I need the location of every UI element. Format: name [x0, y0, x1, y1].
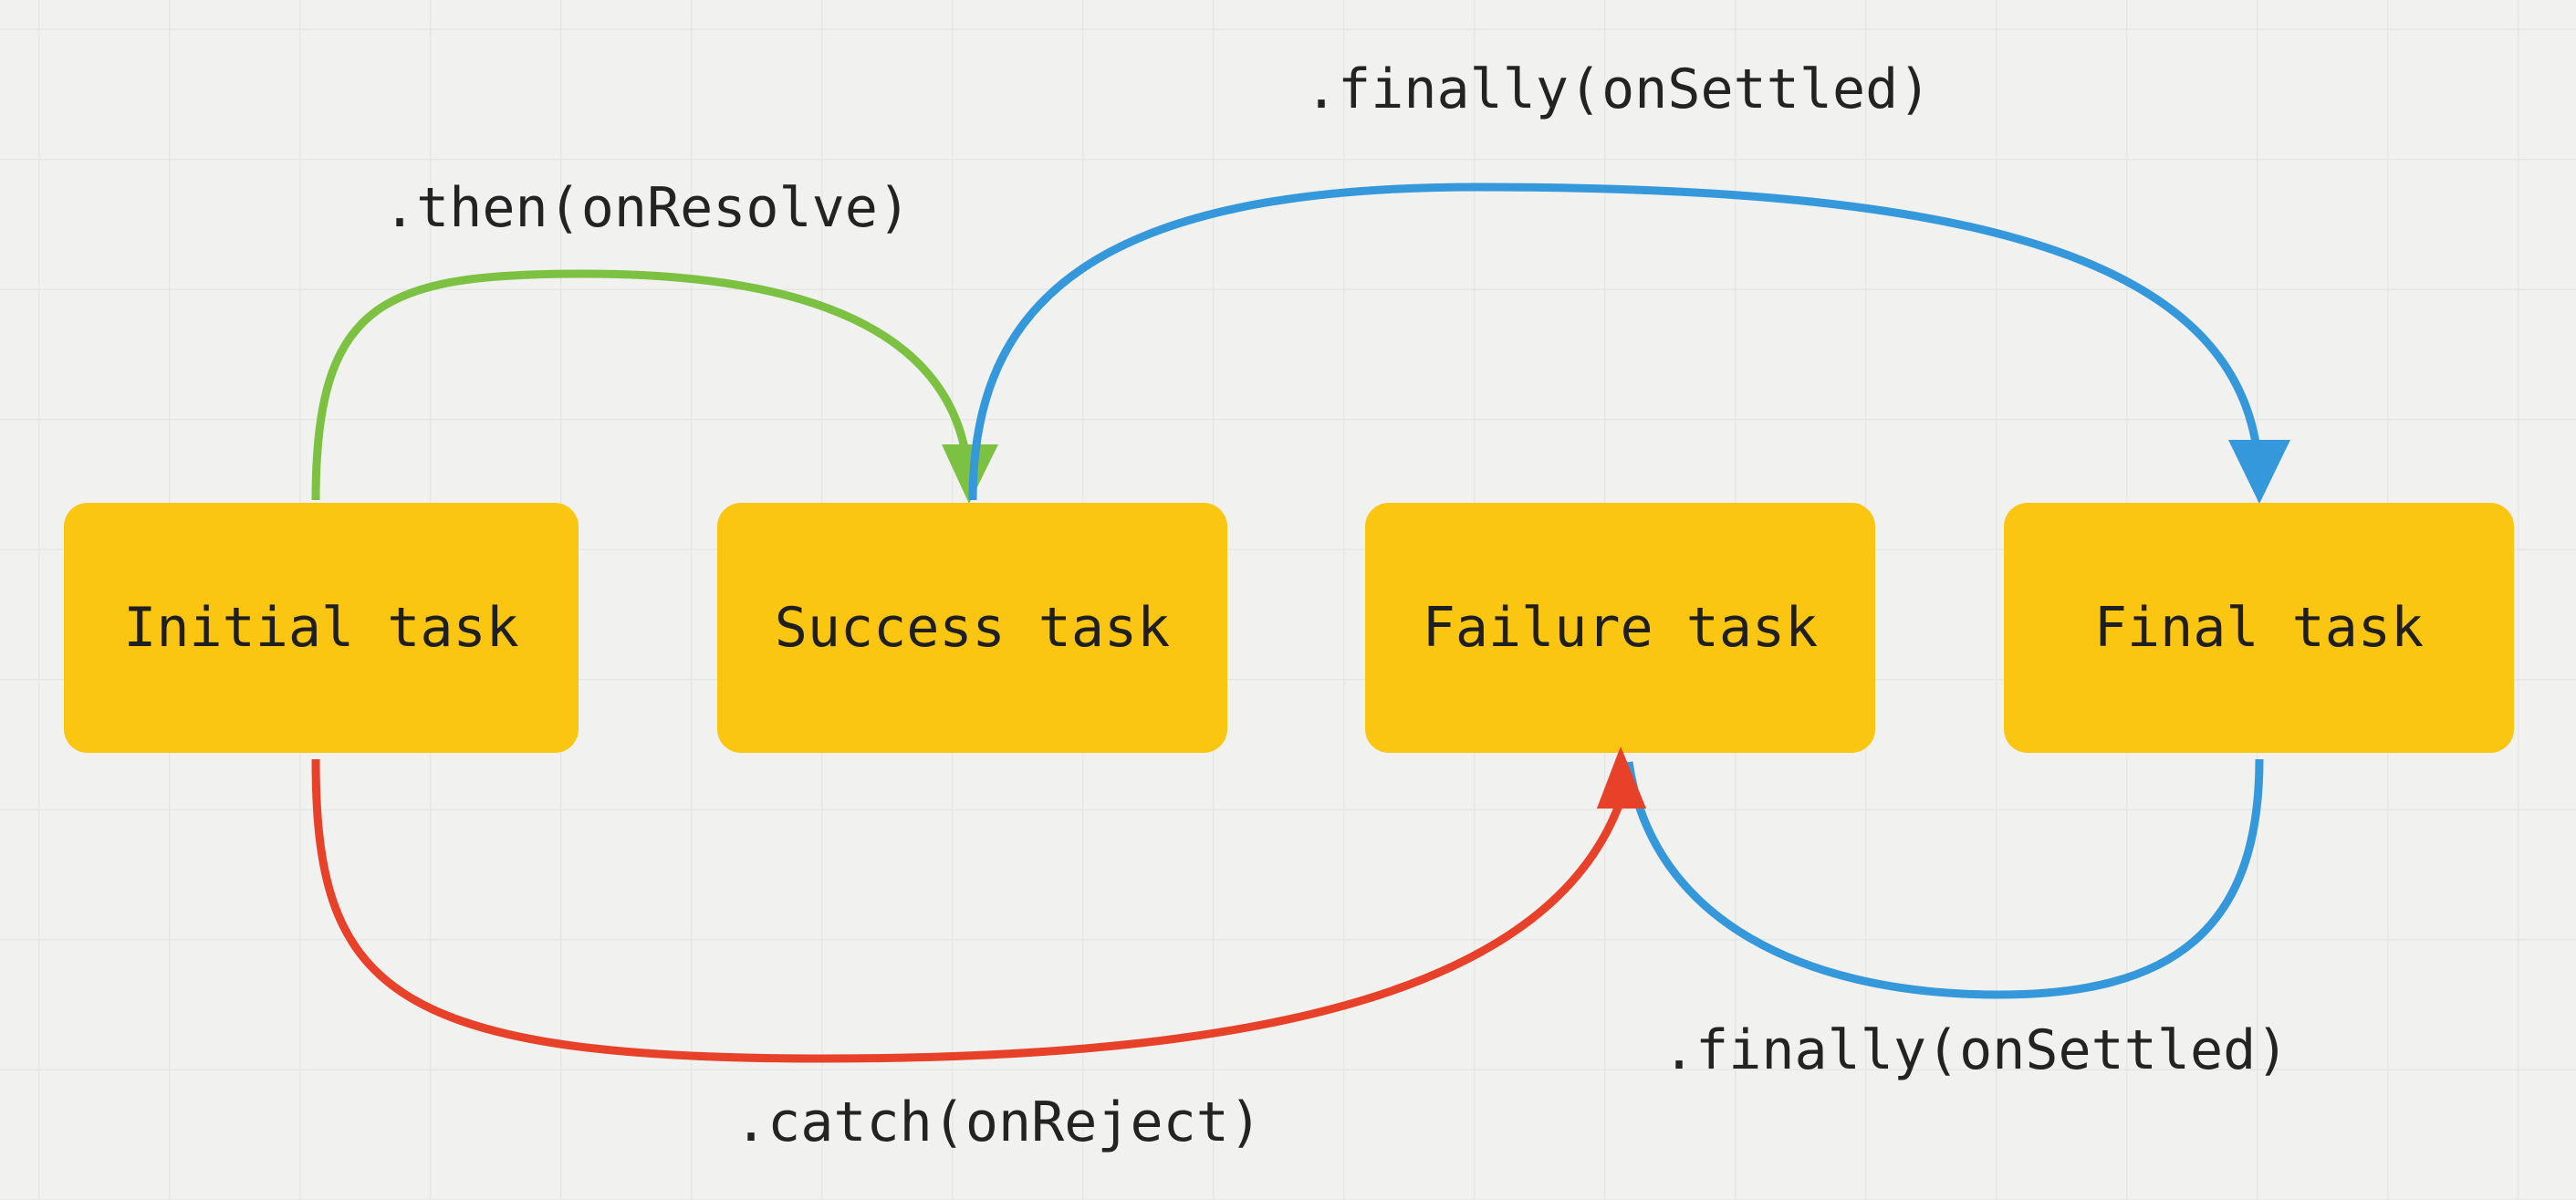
edge-then-line — [311, 269, 974, 501]
edge-label-then: .then(onResolve) — [383, 176, 911, 240]
node-success-task[interactable]: Success task — [717, 503, 1227, 753]
edge-catch-line — [311, 758, 1624, 1063]
edge-label-catch: .catch(onReject) — [735, 1090, 1262, 1154]
edge-catch — [311, 746, 1646, 1063]
node-failure-task[interactable]: Failure task — [1365, 503, 1875, 753]
node-initial-task[interactable]: Initial task — [64, 503, 579, 753]
edge-finally-bottom — [1624, 758, 2264, 999]
node-failure-task-label: Failure task — [1422, 596, 1819, 660]
edge-finally-top-arrowhead — [2228, 440, 2290, 504]
node-initial-task-label: Initial task — [123, 596, 519, 660]
edge-then — [311, 269, 998, 504]
edge-finally-top-line — [968, 183, 2264, 501]
edge-finally-bottom-line — [1624, 758, 2264, 999]
node-success-task-label: Success task — [774, 596, 1171, 660]
node-final-task-label: Final task — [2093, 596, 2425, 660]
edge-finally-top — [968, 183, 2290, 504]
edge-label-finally-bottom: .finally(onSettled) — [1663, 1018, 2289, 1082]
node-final-task[interactable]: Final task — [2004, 503, 2514, 753]
edge-label-finally-top: .finally(onSettled) — [1305, 57, 1932, 121]
